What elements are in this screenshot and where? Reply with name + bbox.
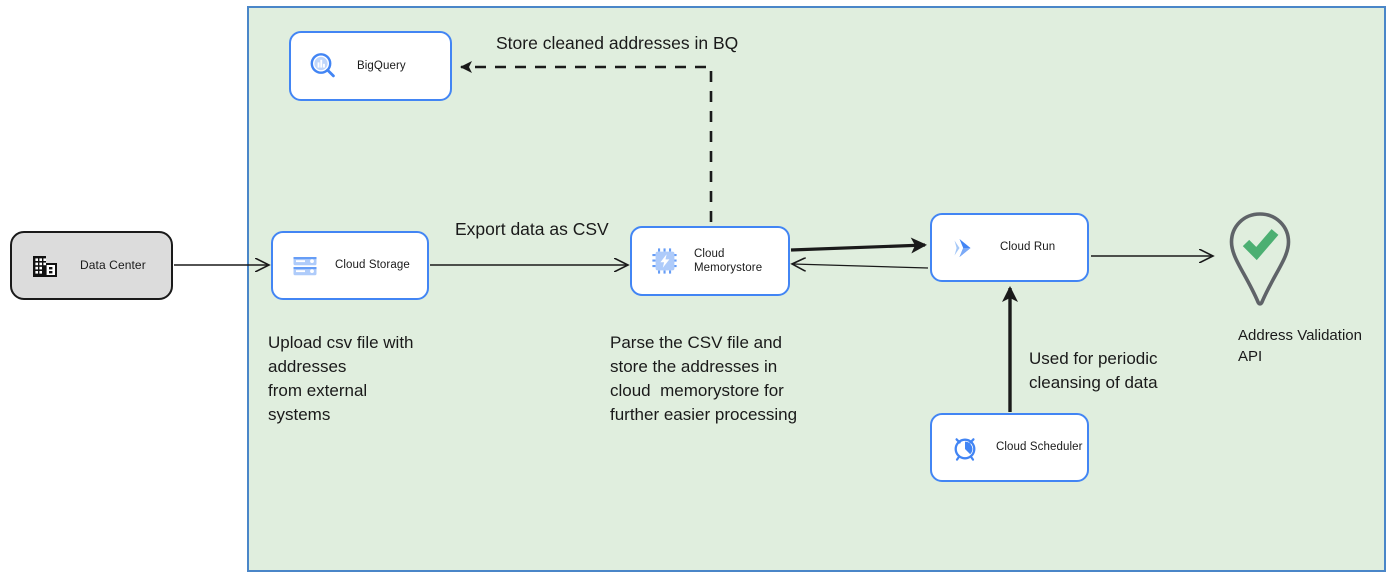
node-label-cloud-run: Cloud Run <box>1000 241 1056 254</box>
note-periodic-cleansing: Used for periodic cleansing of data <box>1029 349 1158 392</box>
node-cloud-storage[interactable]: Cloud Storage <box>271 231 429 300</box>
node-label-memorystore: Cloud Memorystore <box>694 247 762 276</box>
cloud-run-icon <box>950 233 982 263</box>
building-icon <box>30 251 60 281</box>
memorystore-label-line1: Cloud Memorystore <box>694 247 763 274</box>
node-cloud-memorystore[interactable]: Cloud Memorystore <box>630 226 790 296</box>
node-label-bigquery: BigQuery <box>357 59 406 72</box>
node-label-cloud-scheduler: Cloud Scheduler <box>996 441 1083 454</box>
node-label-cloud-storage: Cloud Storage <box>335 259 410 272</box>
cloud-storage-icon <box>291 252 319 280</box>
label-address-validation-api: Address Validation API <box>1238 327 1362 365</box>
edge-label-export-data-as-csv: Export data as CSV <box>455 219 609 239</box>
edge-label-store-cleaned-addresses: Store cleaned addresses in BQ <box>496 33 739 53</box>
node-label-data-center: Data Center <box>80 258 146 272</box>
note-upload-csv: Upload csv file with addresses from exte… <box>268 333 414 424</box>
node-cloud-scheduler[interactable]: Cloud Scheduler <box>930 413 1089 482</box>
map-pin-check-icon <box>1229 212 1291 306</box>
node-bigquery[interactable]: BigQuery <box>289 31 452 101</box>
memorystore-chip-icon <box>650 246 680 276</box>
cloud-scheduler-clock-icon <box>950 433 980 463</box>
node-cloud-run[interactable]: Cloud Run <box>930 213 1089 282</box>
note-parse-csv: Parse the CSV file and store the address… <box>610 333 798 424</box>
bigquery-icon <box>307 50 339 82</box>
node-data-center[interactable]: Data Center <box>10 231 173 300</box>
node-address-validation-api[interactable] <box>1218 208 1302 312</box>
